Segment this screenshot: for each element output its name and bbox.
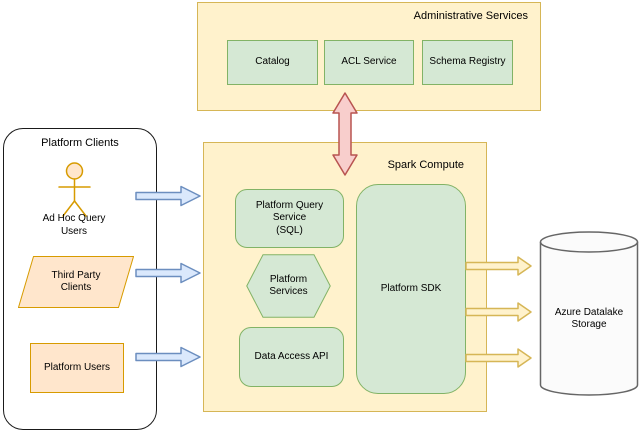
schema-registry-node: Schema Registry (422, 40, 513, 85)
ad-hoc-query-users-label: Ad Hoc Query Users (42, 213, 106, 237)
catalog-label: Catalog (255, 56, 290, 68)
database-cylinder-icon (539, 231, 639, 396)
azure-datalake-storage-label: Azure Datalake Storage (554, 306, 624, 331)
third-party-clients-node: Third Party Clients (18, 256, 134, 308)
azure-datalake-storage-node: Azure Datalake Storage (539, 231, 639, 397)
platform-sdk-label: Platform SDK (380, 282, 442, 294)
spark-compute-title: Spark Compute (387, 159, 464, 171)
platform-query-service-node: Platform Query Service (SQL) (235, 189, 344, 248)
platform-query-service-label: Platform Query Service (SQL) (255, 199, 324, 236)
parallelogram-shape (18, 256, 134, 308)
spark-compute-container: Spark Compute Platform Query Service (SQ… (203, 142, 487, 412)
platform-sdk-node: Platform SDK (356, 184, 466, 394)
schema-registry-label: Schema Registry (429, 56, 506, 68)
person-actor-icon (58, 162, 91, 217)
platform-users-node: Platform Users (30, 343, 124, 393)
platform-clients-title: Platform Clients (41, 137, 119, 149)
data-access-api-node: Data Access API (239, 327, 344, 387)
platform-users-label: Platform Users (43, 361, 111, 373)
catalog-node: Catalog (227, 40, 318, 85)
data-access-api-label: Data Access API (254, 350, 329, 362)
platform-services-node: Platform Services (246, 254, 331, 318)
administrative-services-container: Administrative Services Catalog ACL Serv… (197, 2, 541, 111)
platform-services-label: Platform Services (269, 273, 308, 298)
acl-service-label: ACL Service (341, 56, 397, 68)
platform-clients-container: Platform Clients Ad Hoc Query Users Thir… (3, 128, 157, 430)
third-party-clients-label: Third Party Clients (51, 269, 101, 294)
hexagon-shape (246, 254, 331, 318)
administrative-services-title: Administrative Services (413, 10, 528, 22)
acl-service-node: ACL Service (324, 40, 414, 85)
